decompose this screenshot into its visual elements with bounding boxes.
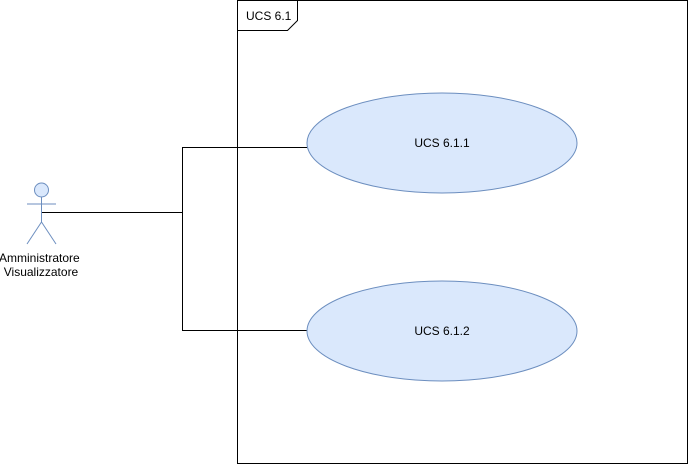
use-case-ucs-6-1-2[interactable]: UCS 6.1.2 [306, 280, 578, 382]
actor-label: Amministratore Visualizzatore [0, 251, 83, 279]
association-line-ucs-6-1-2[interactable] [182, 212, 308, 331]
stick-figure-icon [26, 182, 57, 245]
system-boundary-label-tab [237, 0, 298, 31]
system-boundary-label: UCS 6.1 [246, 9, 292, 23]
actor-label-line-2: Visualizzatore [4, 265, 79, 279]
system-boundary[interactable]: UCS 6.1 [237, 0, 688, 464]
use-case-ucs-6-1-1[interactable]: UCS 6.1.1 [306, 92, 578, 194]
association-line-ucs-6-1-1[interactable] [42, 147, 307, 213]
use-case-ellipse [306, 280, 578, 382]
system-boundary-frame [237, 0, 688, 464]
associations [42, 147, 308, 331]
use-case-label: UCS 6.1.1 [414, 136, 470, 150]
actor-amministratore-visualizzatore[interactable]: Amministratore Visualizzatore [0, 182, 83, 279]
use-case-label: UCS 6.1.2 [414, 324, 470, 338]
actor-label-line-1: Amministratore [0, 251, 80, 265]
use-case-ellipse [306, 92, 578, 194]
